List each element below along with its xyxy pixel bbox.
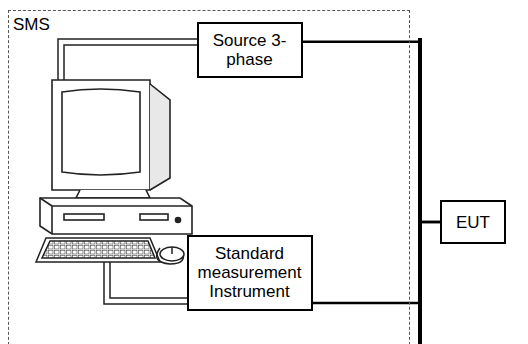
region-label: SMS [13,15,50,34]
box-label: Source 3-phase [205,31,295,69]
bus-connector [313,222,441,303]
box-label: EUT [456,213,490,232]
bus-connector [303,42,441,222]
monitor [52,80,170,198]
cable [58,39,198,304]
box-label: Standard measurement Instrument [195,244,305,301]
mouse [157,247,184,264]
system-boundary: SMS Source 3-phaseStandard measurement In… [8,10,410,344]
computer-case [40,198,192,234]
eut-box: EUT [440,200,506,244]
keyboard [36,238,160,262]
source-box: Source 3-phase [197,22,303,78]
instrument-box: Standard measurement Instrument [187,235,313,311]
